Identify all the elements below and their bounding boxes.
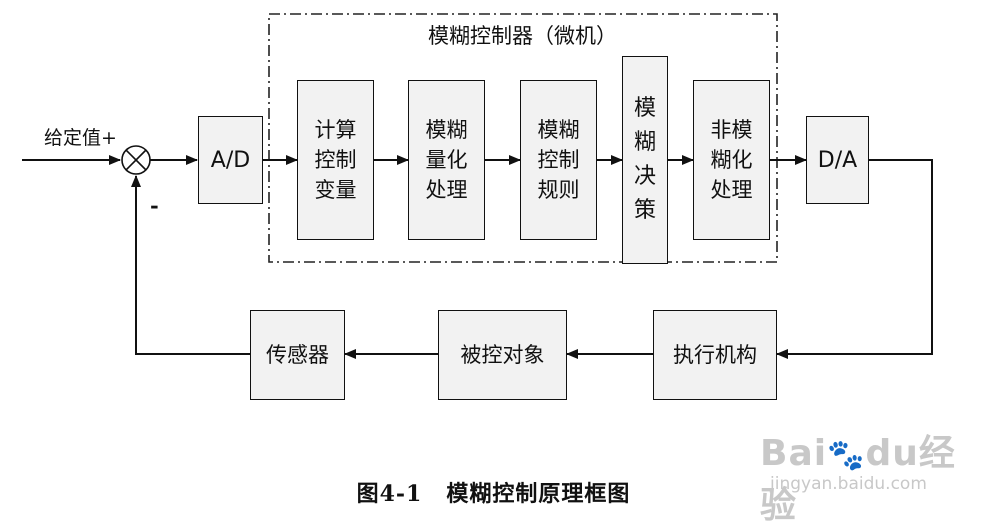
controlled-object-block: 被控对象 bbox=[438, 310, 567, 400]
paw-icon: 🐾 bbox=[827, 438, 866, 473]
watermark-brand-left: Bai bbox=[760, 433, 828, 474]
summing-junction bbox=[121, 145, 151, 175]
figure-title: 模糊控制原理框图 bbox=[446, 481, 631, 507]
watermark-brand-right: du bbox=[865, 433, 919, 474]
fuzzy-rules-block: 模糊 控制 规则 bbox=[520, 80, 597, 240]
compute-variable-block: 计算 控制 变量 bbox=[297, 80, 374, 240]
fuzzy-decision-block: 模糊决策 bbox=[622, 56, 668, 264]
ad-converter-block: A/D bbox=[198, 116, 263, 204]
actuator-block: 执行机构 bbox=[653, 310, 777, 400]
arrow-feedback bbox=[131, 175, 250, 355]
baidu-watermark: Bai🐾du经验 bbox=[760, 424, 987, 528]
watermark-brand-cn: 经验 bbox=[760, 432, 956, 526]
watermark-url: jingyan.baidu.com bbox=[770, 474, 927, 494]
minus-label: - bbox=[150, 193, 159, 218]
input-label: 给定值+ bbox=[44, 127, 117, 149]
figure-caption: 图4-1 模糊控制原理框图 bbox=[0, 476, 987, 508]
controller-title: 模糊控制器（微机） bbox=[428, 24, 617, 48]
sensor-block: 传感器 bbox=[250, 310, 345, 400]
controller-boundary bbox=[268, 13, 778, 263]
figure-number: 图4-1 bbox=[356, 481, 423, 507]
defuzzify-block: 非模 糊化 处理 bbox=[693, 80, 770, 240]
da-converter-block: D/A bbox=[806, 116, 869, 204]
fuzzy-decision-label: 模糊决策 bbox=[634, 96, 657, 223]
fuzzy-quantize-block: 模糊 量化 处理 bbox=[408, 80, 485, 240]
arrow-da-actuator bbox=[776, 159, 933, 359]
